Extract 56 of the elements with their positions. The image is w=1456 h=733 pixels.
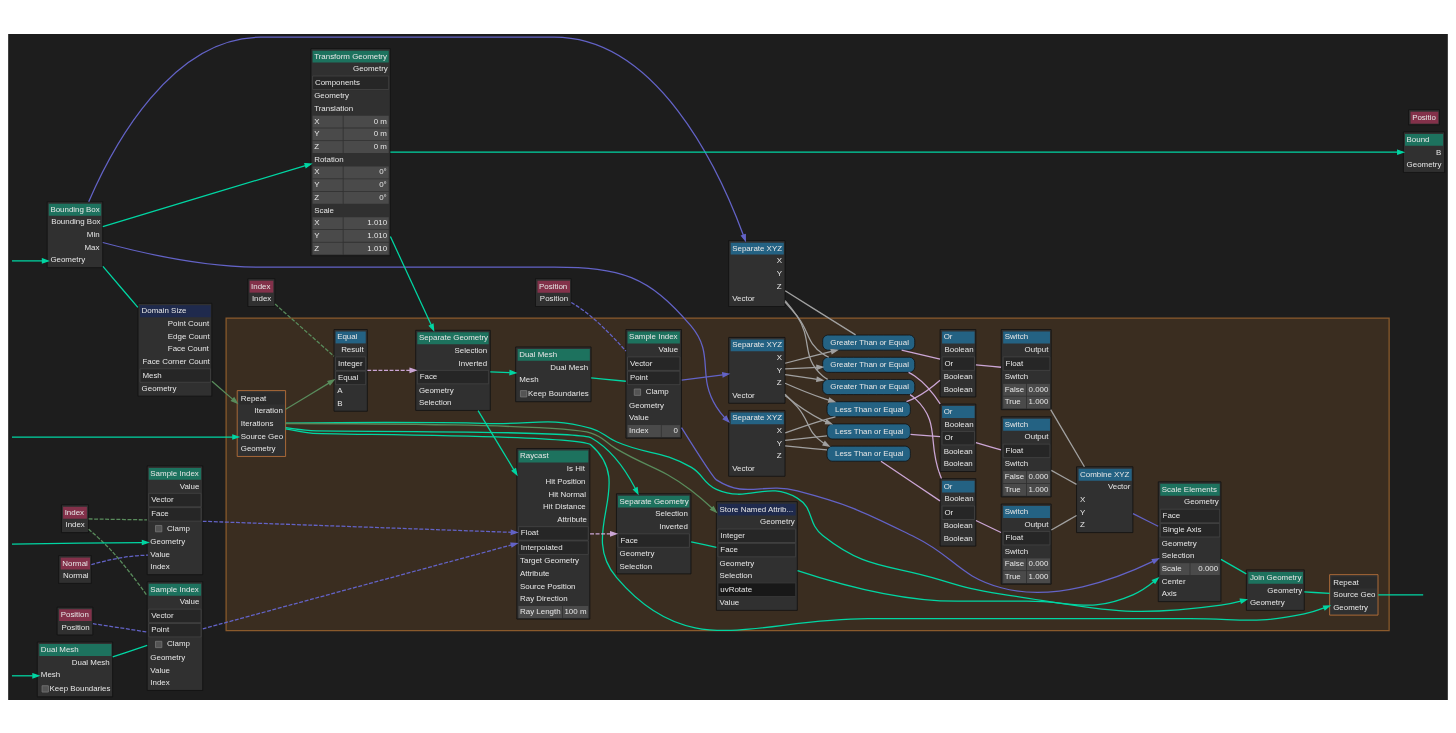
- connector: [88, 528, 148, 596]
- arrow: [202, 520, 519, 535]
- connector: [112, 644, 148, 658]
- connector: [975, 441, 1002, 450]
- arrow: [389, 235, 435, 332]
- arrow: [477, 409, 518, 476]
- connector: [88, 517, 148, 520]
- arrow: [681, 371, 731, 381]
- connector: [274, 302, 335, 357]
- arrow: [389, 148, 1406, 155]
- arrow: [589, 530, 619, 537]
- arrow: [11, 433, 241, 440]
- arrow: [11, 672, 41, 679]
- arrow: [366, 367, 418, 373]
- arrow: [202, 541, 519, 629]
- connector: [102, 265, 139, 308]
- connector: [90, 554, 149, 565]
- connector: [907, 371, 941, 404]
- connector: [905, 379, 941, 402]
- connector: [1303, 590, 1331, 594]
- connector: [1050, 408, 1086, 467]
- arrow: [784, 373, 825, 382]
- connector: [92, 622, 148, 633]
- connector: [901, 349, 941, 360]
- arrow: [102, 162, 313, 227]
- connector: [909, 393, 943, 479]
- connector: [784, 434, 828, 441]
- connector: [784, 300, 830, 358]
- connector: [690, 540, 717, 548]
- arrow: [11, 257, 50, 264]
- arrow: [784, 348, 839, 364]
- connector: [784, 289, 857, 336]
- connector: [784, 415, 837, 434]
- connector: [570, 301, 627, 352]
- arrow: [211, 380, 239, 404]
- connector: [880, 460, 941, 501]
- connector: [784, 444, 828, 450]
- arrow: [680, 426, 1160, 593]
- arrow: [285, 426, 639, 495]
- connector: [1132, 512, 1159, 527]
- connector: [1050, 514, 1078, 531]
- arrow: [784, 364, 825, 370]
- connector: [975, 363, 1002, 368]
- connector: [975, 519, 1002, 533]
- connector: [1377, 593, 1424, 595]
- connector: [1050, 469, 1078, 485]
- connector: [590, 376, 627, 382]
- connector: [909, 433, 941, 437]
- arrow: [285, 378, 336, 410]
- arrow: [784, 393, 831, 447]
- arrow: [489, 369, 518, 375]
- arrow: [784, 394, 834, 425]
- connector: [784, 299, 829, 380]
- arrow: [11, 539, 150, 545]
- connector: [1220, 558, 1247, 575]
- arrow: [784, 382, 837, 403]
